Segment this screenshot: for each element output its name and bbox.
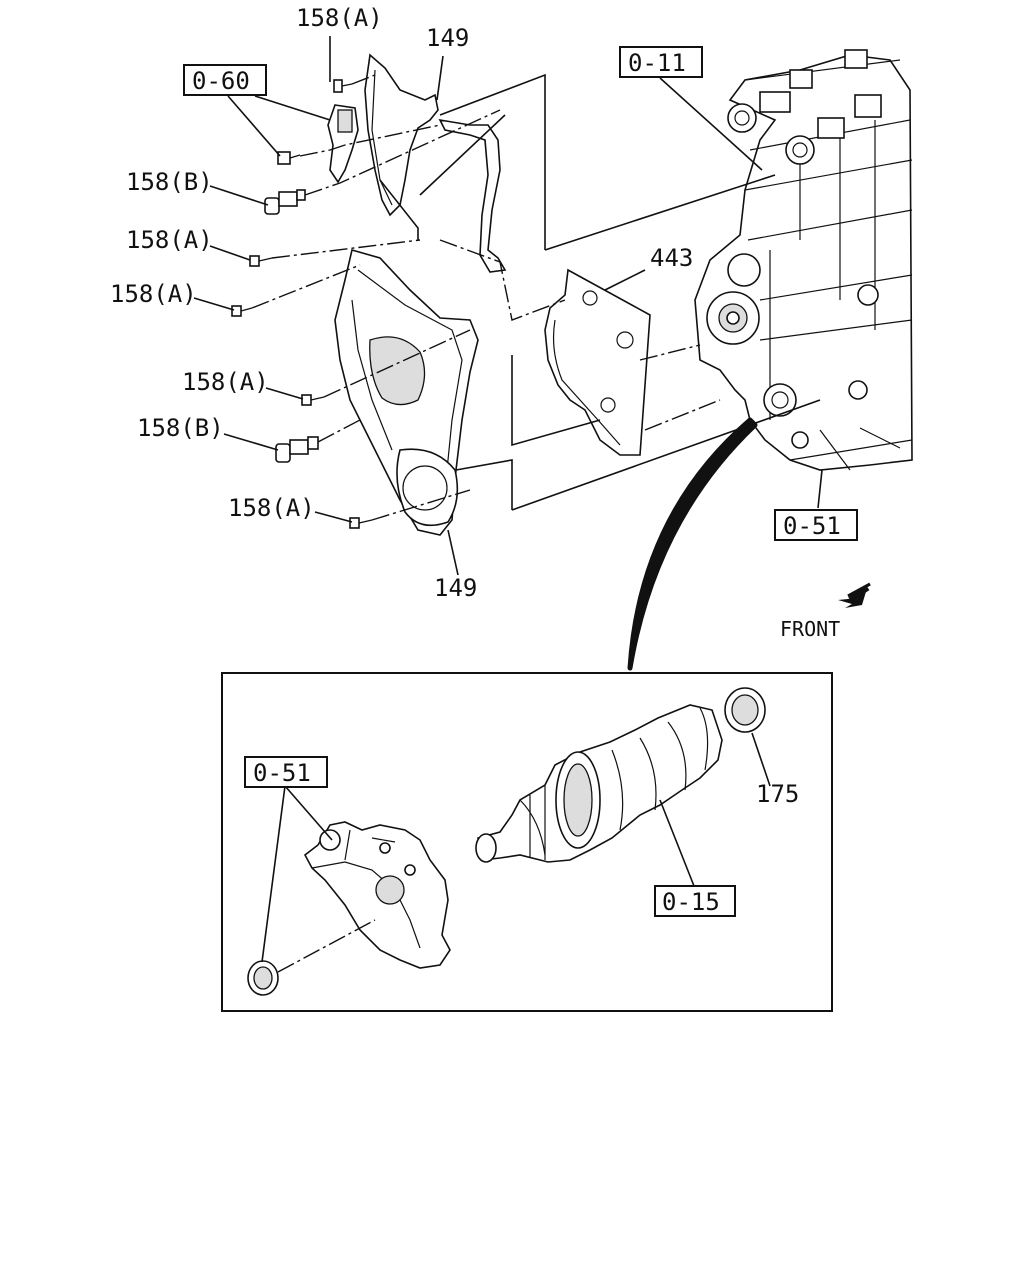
rear-oil-seal-175 <box>724 687 766 733</box>
callout-149-top: 149 <box>426 24 469 52</box>
bolt-158a-5 <box>349 517 373 529</box>
upper-cover-149 <box>364 53 439 217</box>
callout-443: 443 <box>650 244 693 272</box>
assembly-lines <box>251 73 821 521</box>
ref-box-0-60 <box>183 64 267 96</box>
ref-box-0-51-upper <box>774 509 858 541</box>
bolt-158a-4 <box>301 394 325 406</box>
callout-0-60: 0-60 <box>192 67 250 95</box>
callout-158b-lower: 158(B) <box>137 414 224 442</box>
front-label: FRONT <box>780 617 840 641</box>
callout-158a-4: 158(A) <box>182 368 269 396</box>
detail-inset <box>221 672 833 1012</box>
callout-labels: 158(A) 149 0-60 0-11 158(B) 158(A) 158(A… <box>110 4 858 917</box>
bolt-158b-lower <box>275 436 319 463</box>
detail-arrow <box>627 417 758 671</box>
bolt-0-60 <box>277 151 301 165</box>
inset-leader-lines <box>261 732 771 963</box>
callout-0-15: 0-15 <box>662 888 720 916</box>
callout-158a-3: 158(A) <box>110 280 197 308</box>
bolt-158a-2 <box>249 255 273 267</box>
callout-149-bottom: 149 <box>434 574 477 602</box>
ref-box-0-15 <box>654 885 736 917</box>
timing-cover-149 <box>334 248 479 536</box>
callout-158a-2: 158(A) <box>126 226 213 254</box>
crankshaft <box>475 704 723 863</box>
oil-seal-front <box>247 960 279 996</box>
bolt-158a-3 <box>231 305 253 317</box>
callout-158a-5: 158(A) <box>228 494 315 522</box>
leader-lines <box>193 36 823 576</box>
callout-158b-upper: 158(B) <box>126 168 213 196</box>
callout-0-51-upper: 0-51 <box>783 512 841 540</box>
callout-158a-top: 158(A) <box>296 4 383 32</box>
bolt-158b-upper <box>264 189 306 215</box>
callout-0-51-detail: 0-51 <box>253 759 311 787</box>
engine-block <box>694 49 913 471</box>
seal-assembly-line <box>277 919 376 973</box>
sensor-bracket <box>327 104 359 184</box>
front-arrow-icon <box>838 582 871 608</box>
bolt-158a-top <box>333 79 353 93</box>
callout-175: 175 <box>756 780 799 808</box>
ref-box-0-51-detail <box>244 756 328 788</box>
cover-bracket <box>438 118 507 273</box>
gasket-443 <box>544 268 651 456</box>
oil-pump <box>303 821 451 969</box>
ref-box-0-11 <box>619 46 703 78</box>
callout-0-11: 0-11 <box>628 49 686 77</box>
